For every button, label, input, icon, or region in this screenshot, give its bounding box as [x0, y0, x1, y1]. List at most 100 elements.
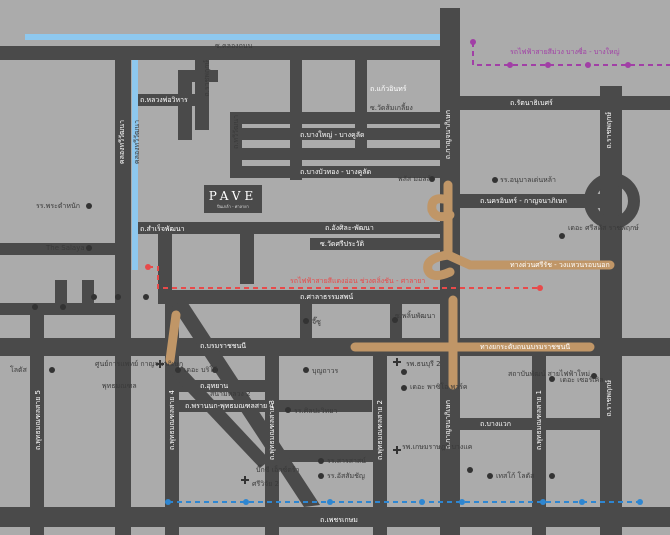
purple-station-1 — [470, 39, 476, 45]
road-label-luang-phor: ถ.หลวงพ่อวิหาร — [140, 96, 188, 104]
road-h-salaya — [0, 243, 115, 255]
expressway-borom-label: ทางยกระดับถนนบรมราชชนนี — [480, 343, 571, 351]
road-label-khlong-thanon: ซ.คลองถนน — [215, 42, 253, 50]
blue-station-4 — [419, 499, 425, 505]
poi-dot — [143, 294, 149, 300]
poi-dot — [175, 367, 181, 373]
road-sai-1 — [532, 352, 546, 535]
red-station-1 — [145, 264, 151, 270]
road-samruay — [138, 222, 440, 234]
poi-dot — [115, 294, 121, 300]
road-label-sai-4: ถ.พุทธมณฑลสาย 4 — [168, 390, 176, 451]
road-label-borom: ถ.บรมราชชนนี — [200, 342, 247, 350]
poi-dot — [318, 458, 324, 464]
place-lotus: เทสโก้ โลตัส — [496, 472, 535, 480]
poi-dot — [60, 304, 66, 310]
road-label-wat-salak: ซ.วัดส้มเกลี้ยง — [370, 104, 413, 112]
road-label-ratchaphruek-bottom: ถ.ราชพฤกษ์ — [605, 380, 613, 417]
road-sai-2 — [373, 355, 387, 535]
road-label-kaew-in: ถ.แก้วอินทร์ — [370, 85, 407, 93]
road-khlong-thanon — [0, 46, 450, 60]
road-label-nakhon-in: ถ.นครอินทร์ - กาญจนาภิเษก — [480, 197, 567, 205]
poi-dot — [549, 473, 555, 479]
poi-dot — [285, 407, 291, 413]
poi-dot — [91, 294, 97, 300]
road-v-240 — [240, 234, 254, 284]
red-line — [148, 266, 540, 289]
expressway-outer-label: ทางด่วนศรีรัช - วงแหวนรอบนอก — [510, 261, 610, 269]
poi-dot — [401, 385, 407, 391]
poi-dot — [559, 233, 565, 239]
road-label-rattanathibet: ถ.รัตนาธิเบศร์ — [510, 99, 553, 107]
place-school-silapa: รร.ศิลปะวิทยา — [294, 407, 338, 415]
place-tennis: สถาบันพัฒน์ สายไฟฟ้าใหม่ — [508, 370, 590, 378]
place-big-c: บิ๊กซี เอ็กซ์ตร้า — [256, 466, 300, 474]
purple-line-label: รถไฟฟ้าสายสีม่วง บางซื่อ - บางใหญ่ — [510, 48, 620, 56]
expressway-left — [165, 310, 181, 365]
place-bridge: เดอะ บริโอ้ — [184, 366, 218, 374]
poi-dot — [401, 369, 407, 375]
road-label-sala-thammasop: ถ.ศาลาธรรมสพน์ — [300, 293, 354, 301]
road-diagonal-1 — [172, 300, 320, 507]
place-jusco: จี๊ซู — [312, 318, 321, 326]
place-palace: รร.พระตำหนัก — [36, 202, 80, 210]
place-sai-2-market: ศรีวิจัย 2 — [252, 480, 280, 488]
roads — [0, 8, 670, 535]
road-salaya-vert — [158, 234, 172, 304]
road-label-phetkasem: ถ.เพชรเกษม — [320, 516, 358, 524]
stations — [145, 39, 643, 505]
road-h-bang-yai — [230, 128, 445, 140]
road-label-bang-yai: ถ.บางใหญ่ - บางคูลัด — [300, 131, 365, 139]
blue-station-3 — [327, 499, 333, 505]
canal-top — [25, 34, 445, 40]
road-label-kanchanaphisek-top: ถ.กาญจนาภิเษก — [444, 110, 452, 160]
road-label-kanchanaphisek-bottom: ถ.กาญจนาภิเษก — [444, 400, 452, 450]
road-label-v-232: ถ.ทวีวัฒนา — [232, 115, 240, 149]
poi-dot — [303, 367, 309, 373]
blue-station-1 — [165, 499, 171, 505]
poi-dot — [32, 304, 38, 310]
canal-label: คลองทวีวัฒนา — [133, 120, 141, 165]
poi-dot — [549, 376, 555, 382]
road-label-angsila: ถ.อังศิละ-พัฒนา — [325, 224, 374, 232]
road-h-bang-bua-2 — [230, 166, 445, 178]
road-v-355 — [355, 60, 367, 150]
blue-station-5 — [459, 499, 465, 505]
place-sanam-luang: สนามหลวง 2 — [210, 390, 251, 398]
road-rattanathibet — [440, 96, 670, 110]
hospital-cross-icon — [393, 361, 401, 363]
road-v-390 — [390, 304, 402, 344]
road-label-canal-road: คลองทวีวัฒนา — [118, 120, 126, 165]
place-school-assumption: รร.อัสสัมชัญ — [327, 472, 365, 480]
poi-dot — [591, 373, 597, 379]
road-label-phutthamonthon: ถ.พรานนก-พุทธมณฑลสาย 4 — [185, 402, 274, 410]
poi-dot — [392, 317, 398, 323]
purple-station-5 — [625, 62, 631, 68]
road-label-sai-2: ถ.พุทธมณฑลสาย 2 — [376, 400, 384, 461]
place-hosp-kasem: รพ.เกษมราษฎร์ บางแค — [402, 443, 473, 451]
road-sai-5 — [30, 315, 44, 535]
road-nakhon-in — [440, 194, 600, 208]
place-vet: ศูนย์การแพทย์ กาญจนาภิเษก — [95, 360, 184, 368]
road-label-sai-1: ถ.พุทธมณฑลสาย 1 — [535, 390, 543, 451]
road-h-bang-bua — [230, 148, 445, 160]
canal-vertical — [132, 52, 138, 270]
place-school-sarasas: รร.สารสาสน์ — [327, 457, 366, 465]
road-sala-thammasop — [172, 290, 442, 304]
road-label-sai-3: ถ.พุทธมณฑลสาย 3 — [268, 400, 276, 461]
road-h-kaew-in — [230, 112, 445, 124]
road-label-bang-waek: ถ.บางแวก — [480, 420, 511, 428]
road-diagonal-2 — [172, 366, 270, 468]
poi-dot — [429, 176, 435, 182]
road-h-180 — [178, 70, 218, 82]
expressways — [165, 180, 615, 390]
purple-station-4 — [585, 62, 591, 68]
road-bang-waek — [460, 418, 605, 430]
poi-dot — [318, 473, 324, 479]
purple-station-3 — [545, 62, 551, 68]
poi-dot — [467, 467, 473, 473]
road-label-bang-bua: ถ.บางบัวทอง - บางคูลัด — [300, 168, 372, 176]
hospital-cross-icon — [241, 479, 249, 481]
rail-lines — [148, 42, 670, 503]
